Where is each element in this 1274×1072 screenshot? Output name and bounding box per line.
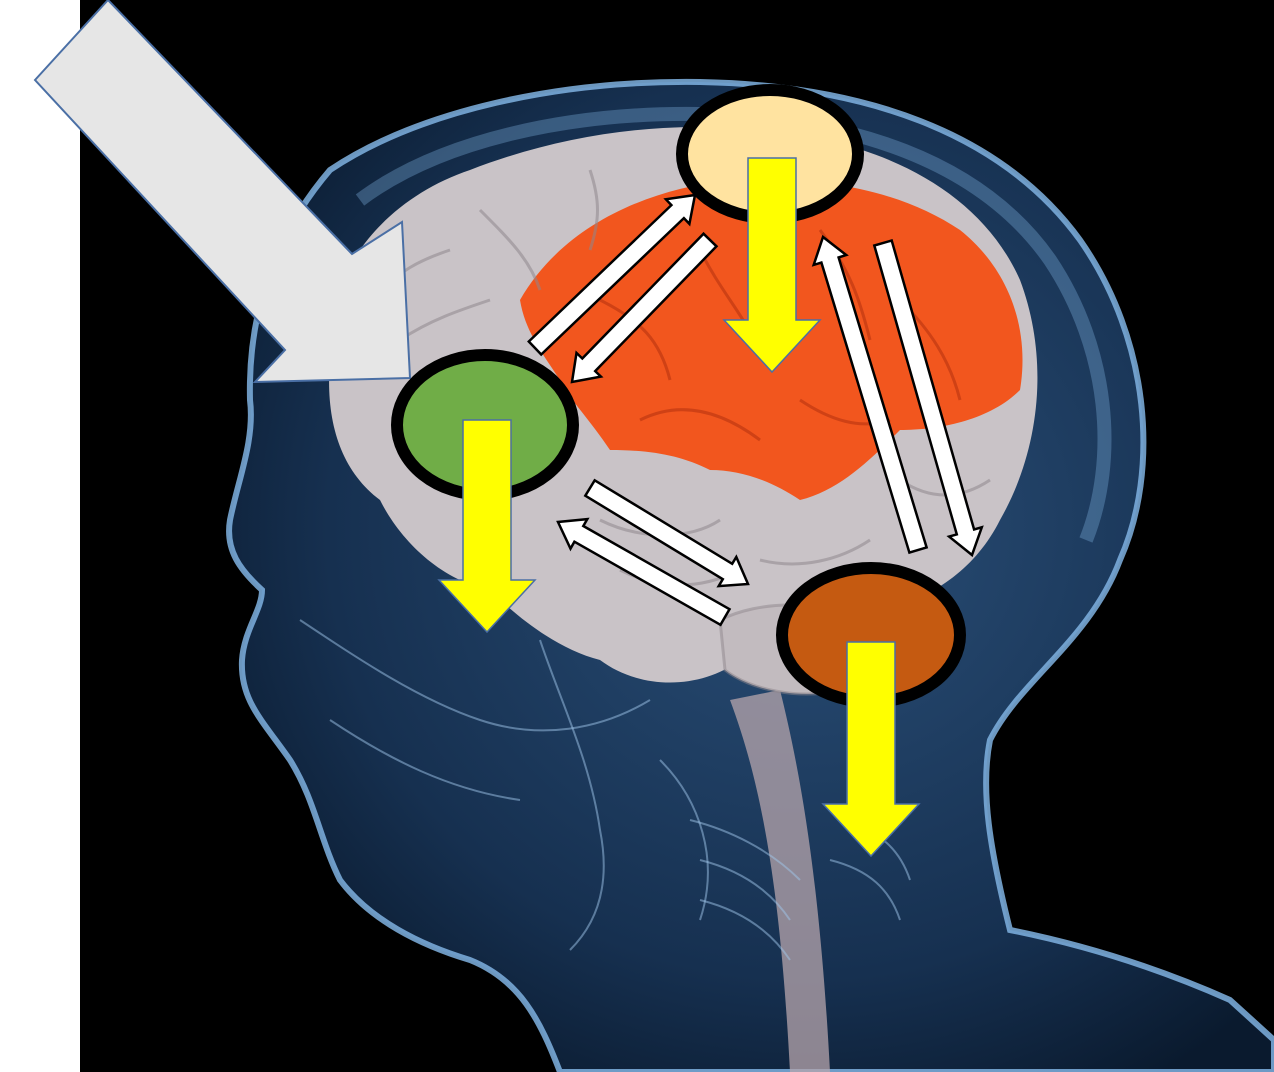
- diagram-svg: [0, 0, 1274, 1072]
- diagram-canvas: [0, 0, 1274, 1072]
